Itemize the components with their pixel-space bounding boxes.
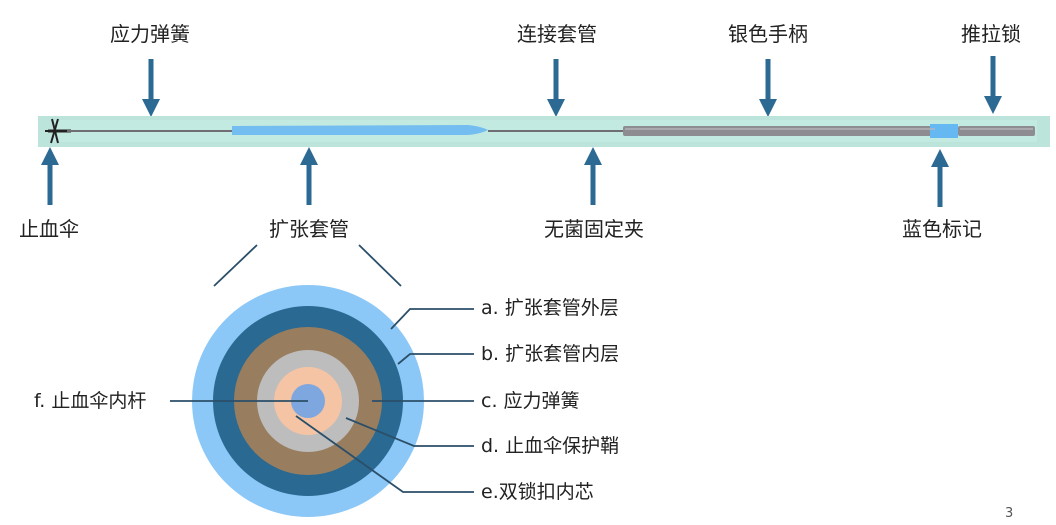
down-arrow-icon bbox=[547, 59, 565, 117]
cross-section-guide-left bbox=[213, 244, 258, 287]
up-arrow-icon bbox=[300, 147, 318, 205]
top-label-stress-spring: 应力弹簧 bbox=[110, 22, 190, 46]
bottom-label-sterile-clamp: 无菌固定夹 bbox=[544, 217, 644, 241]
bottom-label-blue-marker: 蓝色标记 bbox=[902, 217, 982, 241]
core-circle bbox=[291, 384, 325, 418]
ring-label-a: a. 扩张套管外层 bbox=[481, 297, 619, 319]
ring-label-b: b. 扩张套管内层 bbox=[481, 343, 620, 365]
leader-line-b bbox=[397, 353, 474, 365]
slide-number: 3 bbox=[1005, 506, 1014, 521]
device-glow-band bbox=[38, 116, 1050, 147]
brown-ring bbox=[234, 327, 382, 475]
leader-line-e bbox=[295, 415, 474, 493]
push-pull-lock-body bbox=[958, 126, 1035, 136]
bottom-label-dilator-sleeve: 扩张套管 bbox=[269, 217, 349, 241]
ring-label-f: f. 止血伞内杆 bbox=[34, 390, 147, 412]
bottom-label-hemostatic-umbrella: 止血伞 bbox=[19, 217, 79, 241]
ring-label-e: e.双锁扣内芯 bbox=[481, 481, 594, 503]
handle-highlight bbox=[625, 128, 935, 130]
down-arrow-icon bbox=[984, 56, 1002, 114]
lock-highlight bbox=[960, 128, 1033, 130]
cross-section-guide-right bbox=[358, 244, 402, 287]
top-label-connection-sleeve: 连接套管 bbox=[517, 22, 597, 46]
silver-handle-body bbox=[623, 126, 939, 136]
up-arrow-icon bbox=[584, 147, 602, 205]
down-arrow-icon bbox=[142, 59, 160, 117]
blue-marker-band bbox=[930, 124, 958, 138]
ring-label-c: c. 应力弹簧 bbox=[481, 390, 580, 412]
up-arrow-icon bbox=[41, 147, 59, 205]
outer-ring bbox=[192, 285, 424, 517]
gray-ring bbox=[257, 350, 359, 452]
leader-line-d bbox=[345, 417, 474, 447]
ring-label-d: d. 止血伞保护鞘 bbox=[481, 435, 620, 457]
down-arrow-icon bbox=[759, 59, 777, 117]
umbrella-tip-icon bbox=[45, 118, 71, 144]
peach-ring bbox=[274, 367, 342, 435]
up-arrow-icon bbox=[931, 149, 949, 207]
leader-line-a bbox=[390, 308, 474, 330]
blue-dilator-sheath bbox=[232, 125, 488, 135]
top-label-silver-handle: 银色手柄 bbox=[728, 22, 808, 46]
dark-ring bbox=[213, 306, 403, 496]
device-glow-inner bbox=[52, 120, 1037, 142]
top-label-push-pull-lock: 推拉锁 bbox=[961, 22, 1021, 46]
